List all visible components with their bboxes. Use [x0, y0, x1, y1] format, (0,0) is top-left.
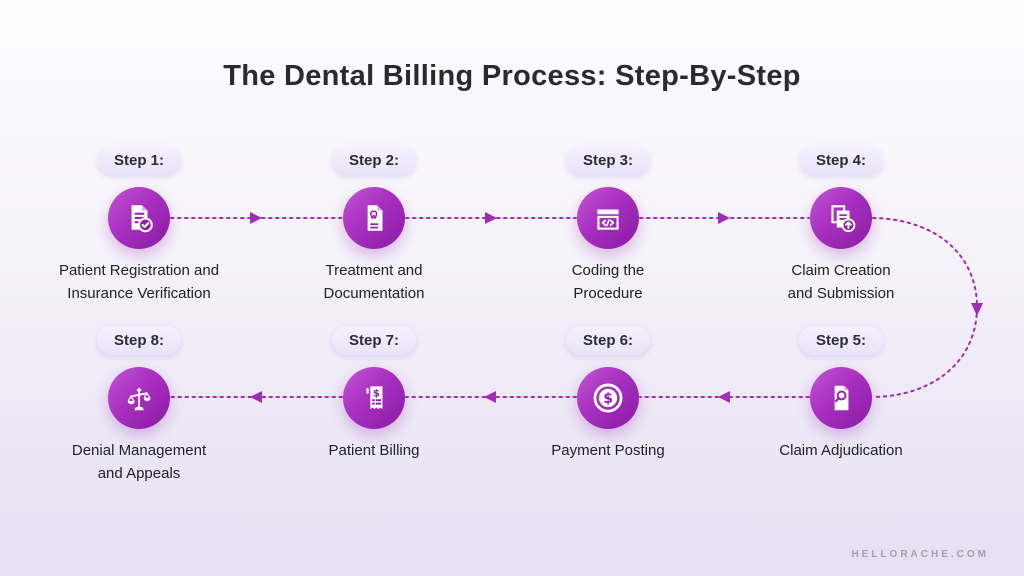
code-window-icon [597, 209, 619, 230]
step-3-circle [577, 187, 639, 249]
step-1-badge: Step 1: [96, 146, 181, 175]
step-3-label: Coding the Procedure [571, 262, 645, 302]
step-4: Step 4: Claim Creation and Submission [724, 146, 958, 305]
step-8-badge: Step 8: [96, 326, 181, 355]
step-6-circle: $ [577, 367, 639, 429]
step-1-circle [108, 187, 170, 249]
step-3: Step 3: Coding the Procedure [491, 146, 725, 305]
step-8: Step 8: Denial Management and Appeals [22, 326, 256, 485]
document-upload-icon [831, 205, 856, 233]
step-7-badge: Step 7: [331, 326, 416, 355]
step-6: Step 6: $ Payment Posting [491, 326, 725, 463]
step-7-circle: $ [343, 367, 405, 429]
svg-text:$: $ [603, 391, 613, 407]
step-8-label: Denial Management and Appeals [71, 442, 207, 482]
step-5-badge: Step 5: [798, 326, 883, 355]
step-8-circle [108, 367, 170, 429]
dollar-coin-icon: $ [593, 383, 623, 413]
step-6-label: Payment Posting [551, 442, 665, 459]
step-2-badge: Step 2: [331, 146, 416, 175]
svg-text:$: $ [373, 389, 380, 400]
step-5-label: Claim Adjudication [779, 442, 903, 459]
step-2: Step 2: Treatment and Documentation [257, 146, 491, 305]
step-4-badge: Step 4: [798, 146, 883, 175]
step-1: Step 1: Patient Registration and Insuran… [22, 146, 256, 305]
step-4-label: Claim Creation and Submission [787, 262, 895, 302]
page-title: The Dental Billing Process: Step-By-Step [223, 60, 801, 92]
scales-icon [127, 387, 151, 411]
step-5: Step 5: Claim Adjudication [724, 326, 958, 463]
step-1-label: Patient Registration and Insurance Verif… [58, 262, 220, 302]
dental-record-icon [367, 205, 383, 231]
step-4-circle [810, 187, 872, 249]
document-search-icon [834, 385, 849, 411]
billing-receipt-icon: $ [366, 386, 383, 410]
step-6-badge: Step 6: [565, 326, 650, 355]
step-2-circle [343, 187, 405, 249]
watermark: HELLORACHE.COM [851, 549, 989, 560]
document-check-icon [131, 205, 153, 233]
step-5-circle [810, 367, 872, 429]
step-3-badge: Step 3: [565, 146, 650, 175]
step-7: Step 7: $ Patient Billing [257, 326, 491, 463]
step-2-label: Treatment and Documentation [323, 262, 425, 302]
step-7-label: Patient Billing [328, 442, 420, 459]
